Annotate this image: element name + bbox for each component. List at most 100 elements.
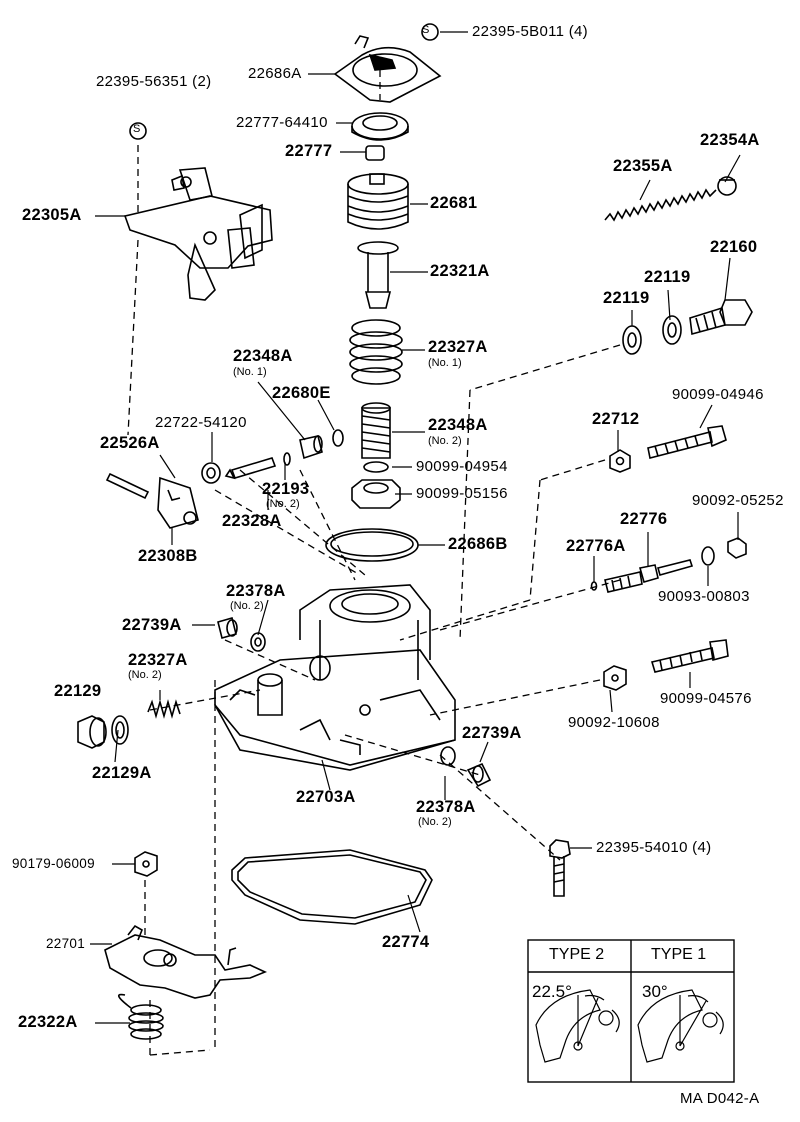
label-22378a-top: 22378A [226, 582, 286, 600]
s-mark-top-label: S [422, 24, 430, 36]
label-22119-outer: 22119 [644, 268, 691, 286]
screw-22739a-left [217, 617, 238, 639]
lever-plate-22701 [104, 924, 268, 999]
label-22305a: 22305A [22, 206, 82, 224]
label-22327a-no2-sub: (No. 2) [128, 669, 162, 681]
type2-detail-drawing [535, 989, 620, 1063]
label-22378a-bottom-sub: (No. 2) [418, 816, 452, 828]
label-22378a-bottom: 22378A [416, 798, 476, 816]
label-22739a-left: 22739A [122, 616, 182, 634]
label-22686b: 22686B [448, 535, 508, 553]
cap-22354a [717, 176, 737, 196]
type2-angle: 22.5° [532, 982, 572, 1001]
label-22354a: 22354A [700, 131, 760, 149]
clip-22193 [283, 452, 291, 466]
label-90092-10608: 90092-10608 [568, 714, 660, 731]
type-inset-box [527, 939, 735, 1083]
plunger-no2 [361, 402, 391, 459]
thin-spring-22355a [604, 188, 717, 222]
nut-22712 [609, 449, 631, 473]
label-22327a-no1: 22327A [428, 338, 488, 356]
label-22395-54010: 22395-54010 (4) [596, 839, 712, 856]
type1-label: TYPE 1 [651, 946, 707, 963]
s-mark-top [421, 23, 439, 41]
label-90099-04946: 90099-04946 [672, 386, 764, 403]
diaphragm-cover [333, 35, 442, 103]
label-22129: 22129 [54, 682, 102, 700]
bolt-90099-04576 [650, 639, 729, 673]
label-22348a-no2: 22348A [428, 416, 488, 434]
label-22680e: 22680E [272, 384, 331, 402]
label-22119-inner: 22119 [603, 289, 650, 307]
pin-22328a [224, 457, 277, 480]
s-mark-left [129, 122, 147, 140]
piston [347, 173, 409, 230]
screw-22776 [604, 559, 694, 593]
label-22348a-no1-sub: (No. 1) [233, 366, 267, 378]
label-22322a: 22322A [18, 1013, 78, 1031]
label-22776: 22776 [620, 510, 668, 528]
nut-90179-06009 [134, 851, 158, 877]
label-22395-5b011: 22395-5B011 (4) [472, 23, 588, 40]
label-90179-06009: 90179-06009 [12, 856, 95, 871]
label-22328a: 22328A [222, 512, 282, 530]
nut-90092-10608 [603, 665, 627, 691]
dashed-reference-lines [127, 70, 621, 1056]
ring-22776a [590, 581, 598, 591]
label-22777: 22777 [285, 142, 333, 160]
washer-90093-00803 [701, 546, 715, 566]
s-mark-left-label: S [133, 123, 141, 135]
label-90092-05252: 90092-05252 [692, 492, 784, 509]
valve-stem [357, 241, 399, 309]
nut-90092-05252 [727, 537, 747, 559]
bolt-90099-04946 [647, 425, 727, 459]
bracket-22308b [157, 476, 199, 529]
plug-22348a-no1 [299, 435, 323, 460]
washer-22119-outer [662, 315, 682, 345]
label-22686a: 22686A [248, 65, 302, 82]
main-housing [214, 584, 456, 771]
small-plug [365, 145, 385, 161]
spring-22322a [118, 993, 164, 1040]
gasket-22774 [231, 849, 433, 925]
label-22193-sub: (No. 2) [266, 498, 300, 510]
ring-22680e [332, 429, 344, 447]
type1-angle: 30° [642, 982, 668, 1001]
label-22193: 22193 [262, 480, 310, 498]
label-22327a-no2: 22327A [128, 651, 188, 669]
label-22355a: 22355A [613, 157, 673, 175]
footer-code: MA D042-A [680, 1090, 760, 1107]
plug-bolt-22160 [689, 299, 753, 336]
label-22308b: 22308B [138, 547, 198, 565]
spring-no1 [349, 319, 403, 385]
spring-no2 [147, 699, 181, 719]
washer-22378a-bottom [440, 746, 456, 766]
sleeve-22722-54120 [201, 462, 221, 484]
label-22774: 22774 [382, 933, 430, 951]
type1-detail-drawing [637, 989, 724, 1063]
lever-bracket [123, 167, 273, 301]
label-22739a-right: 22739A [462, 724, 522, 742]
label-22321a: 22321A [430, 262, 490, 280]
label-22129a: 22129A [92, 764, 152, 782]
label-22777-64410: 22777-64410 [236, 114, 328, 131]
hex-nut-90099-05156 [351, 479, 401, 509]
o-ring-22686b [325, 528, 419, 562]
label-22776a: 22776A [566, 537, 626, 555]
type2-label: TYPE 2 [549, 946, 605, 963]
washer-22119-inner [622, 325, 642, 355]
label-22722-54120: 22722-54120 [155, 414, 247, 431]
label-22348a-no2-sub: (No. 2) [428, 435, 462, 447]
label-22395-56351: 22395-56351 (2) [96, 73, 212, 90]
leader-lines [90, 31, 741, 1024]
label-90099-04954: 90099-04954 [416, 458, 508, 475]
label-22160: 22160 [710, 238, 758, 256]
label-22348a-no1: 22348A [233, 347, 293, 365]
label-90099-04576: 90099-04576 [660, 690, 752, 707]
label-22701: 22701 [46, 936, 86, 951]
label-22327a-no1-sub: (No. 1) [428, 357, 462, 369]
screw-22739a-right [466, 762, 492, 788]
washer-22378a-top [250, 632, 266, 652]
washer-22129a [111, 715, 129, 745]
